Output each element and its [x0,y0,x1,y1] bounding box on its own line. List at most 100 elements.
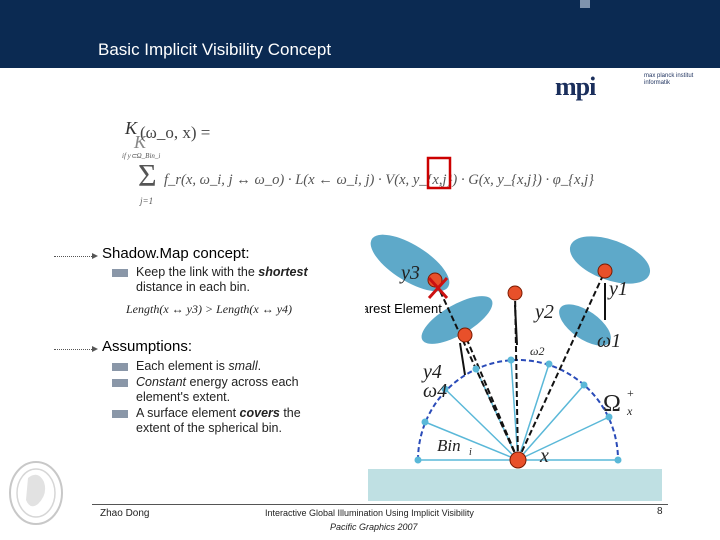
bullet-text-end: the [279,406,301,420]
element-points [427,263,613,469]
bullet-text-2: extent of the spherical bin. [136,421,282,435]
bullet-emphasis: small [228,359,258,373]
hemisphere-rays [418,359,618,461]
blocked-link-cross [427,276,449,300]
arrow-head-assumptions [92,346,98,352]
ray [510,359,519,461]
footer-venue: Pacific Graphics 2007 [330,522,418,532]
bullet-emphasis: shortest [258,265,308,279]
arrow-line-assumptions [54,349,92,350]
assumptions-bullet-2: Constant energy across each element's ex… [112,375,346,405]
formula-sum-lower: j=1 [139,196,153,206]
bullet-text: Each element is [136,359,229,373]
bullet-text-end: . [257,359,262,373]
slide-header: Basic Implicit Visibility Concept [0,0,720,68]
assumptions-heading: Assumptions: [102,338,193,355]
visibility-term-highlight [426,156,452,190]
surface-element-y4 [421,296,493,344]
formula-lhs: K [124,118,138,138]
university-seal [9,461,63,525]
label-y2: y2 [533,301,554,323]
bullet-text: A surface element [136,406,240,420]
page-number: 8 [657,506,663,517]
seal-inner [16,468,56,518]
link-x-y4 [464,334,519,461]
ray [444,388,519,461]
seal-portrait [26,474,46,507]
footer-divider [92,504,668,505]
omega4-arrow [459,342,466,376]
bullet-marker [112,410,128,418]
formula-sum-upper: if y⊂Ω_Bin_i [122,152,160,160]
label-omega-sub: x [626,404,633,418]
label-y1: y1 [607,278,628,300]
bin-dot [421,418,429,426]
label-omega1: ω1 [597,330,621,352]
formula-sum-symbol: Σ [138,157,157,193]
hemisphere-dots [414,356,622,464]
point-y4 [457,327,473,343]
shadowmap-diagram: y3 y1 y2 y4 ω1 ω2 ω4 Ω + x Bin i x Neare… [365,234,662,501]
label-omega2: ω2 [530,344,544,358]
seal-ring [9,461,63,525]
radiance-formula: K (ω_o, x) = K if y⊂Ω_Bin_i Σ j=1 f_r(x,… [122,118,594,206]
shadowmap-heading: Shadow.Map concept: [102,245,250,262]
arrow-head-shadowmap [92,253,98,259]
footer-course: Interactive Global Illumination Using Im… [265,508,474,518]
assumptions-bullet-1: Each element is small. [112,359,262,374]
label-y4: y4 [421,361,442,383]
logo-mark: mpi [555,72,596,101]
ray [424,421,519,461]
bullet-text: energy across each [186,375,299,389]
bullet-emphasis: Constant [136,375,187,389]
bullet-marker [112,363,128,371]
ray [517,416,610,461]
arrow-line-shadowmap [54,256,92,257]
surface-element-y1 [569,236,651,284]
label-omega4: ω4 [423,380,447,402]
slide-title: Basic Implicit Visibility Concept [98,40,332,59]
point-y2 [507,285,523,301]
ground-surface [368,469,662,501]
link-x-y1 [517,270,606,461]
omega2-arrow [514,304,518,346]
assumptions-bullet-3: A surface element covers the extent of t… [112,406,346,436]
point-x [509,451,527,469]
ray [517,384,585,461]
label-nearest-element: Nearest Element [365,301,442,316]
label-bin: Bin [437,436,461,455]
bin-dot [414,456,422,464]
bin-dot [472,365,480,373]
label-omega-hemisphere: Ω [603,391,621,417]
header-corner-mark [580,0,590,8]
bullet-marker [112,379,128,387]
label-y3: y3 [399,262,420,284]
label-omega-sup: + [627,386,634,400]
formula-body: f_r(x, ω_i, j ↔ ω_o) · L(x ← ω_i, j) · V… [164,172,594,188]
footer-author: Zhao Dong [100,508,150,519]
bullet-text-2: element's extent. [136,390,231,404]
formula-lhs-args: (ω_o, x) = [140,123,210,142]
omega-arrows [459,283,606,376]
ray [517,363,550,461]
bin-dot [580,381,588,389]
bin-dot [441,385,449,393]
bullet-text: Keep the link with the [136,265,259,279]
bin-dot [605,413,613,421]
logo-line-1: max planck institut [644,73,694,79]
logo-line-2: informatik [644,80,671,86]
point-y1 [597,263,613,279]
label-bin-sub: i [469,447,472,458]
bullet-marker [112,269,128,277]
bullet-text-2: distance in each bin. [136,280,250,294]
bin-dot [614,456,622,464]
point-y3 [427,272,443,288]
bin-dot [507,356,515,364]
label-x: x [539,445,549,467]
cross-stroke [427,276,449,300]
shadowmap-bullet-1: Keep the link with the shortest distance… [112,265,356,295]
bullet-emphasis: covers [239,406,280,420]
formula-lhs-overlay: K [133,132,147,152]
